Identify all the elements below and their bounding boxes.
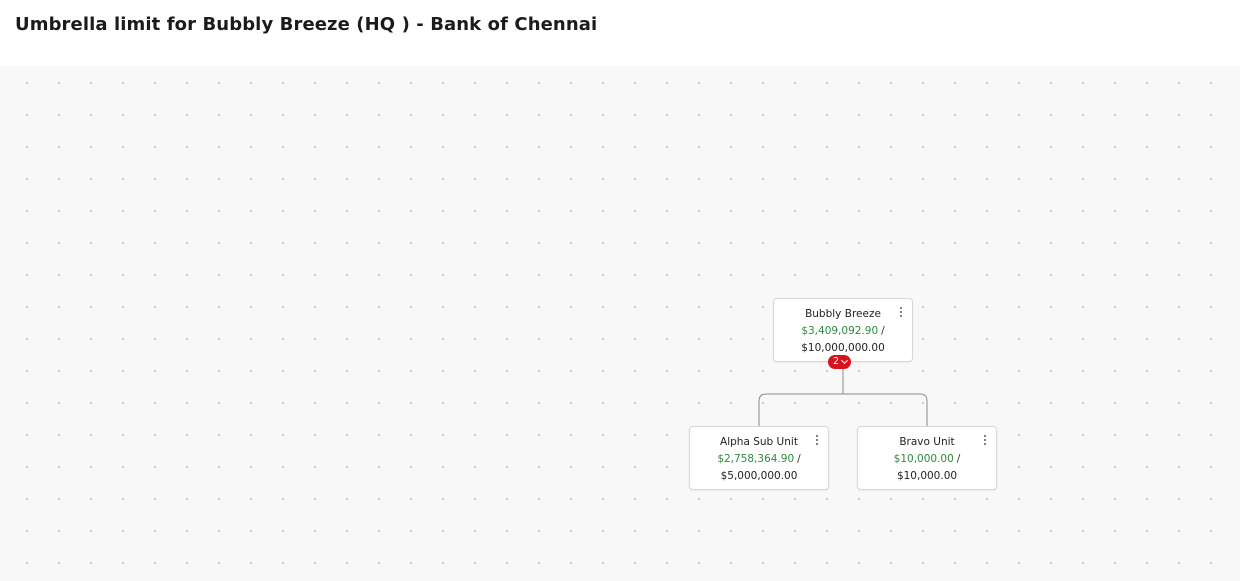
page-header: Umbrella limit for Bubbly Breeze (HQ ) -…	[0, 0, 1240, 66]
node-separator: /	[881, 325, 885, 337]
kebab-vertical-icon[interactable]	[812, 434, 822, 446]
node-used-amount: $3,409,092.90	[801, 325, 879, 337]
org-tree-canvas[interactable]: Bubbly Breeze $3,409,092.90/ $10,000,000…	[0, 66, 1240, 581]
node-limit-amount: $10,000,000.00	[801, 342, 885, 354]
node-limit-amount: $5,000,000.00	[720, 470, 798, 482]
node-separator: /	[956, 453, 961, 465]
node-used-amount: $2,758,364.90	[717, 453, 795, 465]
node-usage-row: $3,409,092.90/	[774, 325, 912, 337]
node-usage-row: $10,000.00/	[858, 453, 996, 465]
node-limit-amount: $10,000.00	[896, 470, 958, 482]
node-card-root[interactable]: Bubbly Breeze $3,409,092.90/ $10,000,000…	[773, 298, 913, 362]
connector-branch-left	[758, 393, 843, 426]
node-name: Alpha Sub Unit	[720, 436, 798, 448]
kebab-vertical-icon[interactable]	[896, 306, 906, 318]
connector-branch-right	[843, 393, 928, 426]
node-separator: /	[797, 453, 801, 465]
expand-children-button[interactable]: 2	[828, 355, 852, 369]
node-used-amount: $10,000.00	[893, 453, 954, 465]
node-card-child[interactable]: Alpha Sub Unit $2,758,364.90/ $5,000,000…	[689, 426, 829, 490]
kebab-vertical-icon[interactable]	[980, 434, 990, 446]
node-card-child[interactable]: Bravo Unit $10,000.00/ $10,000.00	[857, 426, 997, 490]
node-name: Bravo Unit	[899, 436, 955, 448]
node-usage-row: $2,758,364.90/	[690, 453, 828, 465]
node-name: Bubbly Breeze	[805, 308, 881, 320]
page-title: Umbrella limit for Bubbly Breeze (HQ ) -…	[15, 14, 598, 35]
child-count: 2	[833, 356, 840, 367]
tree-connector	[758, 368, 928, 426]
chevron-down-icon	[841, 356, 849, 365]
